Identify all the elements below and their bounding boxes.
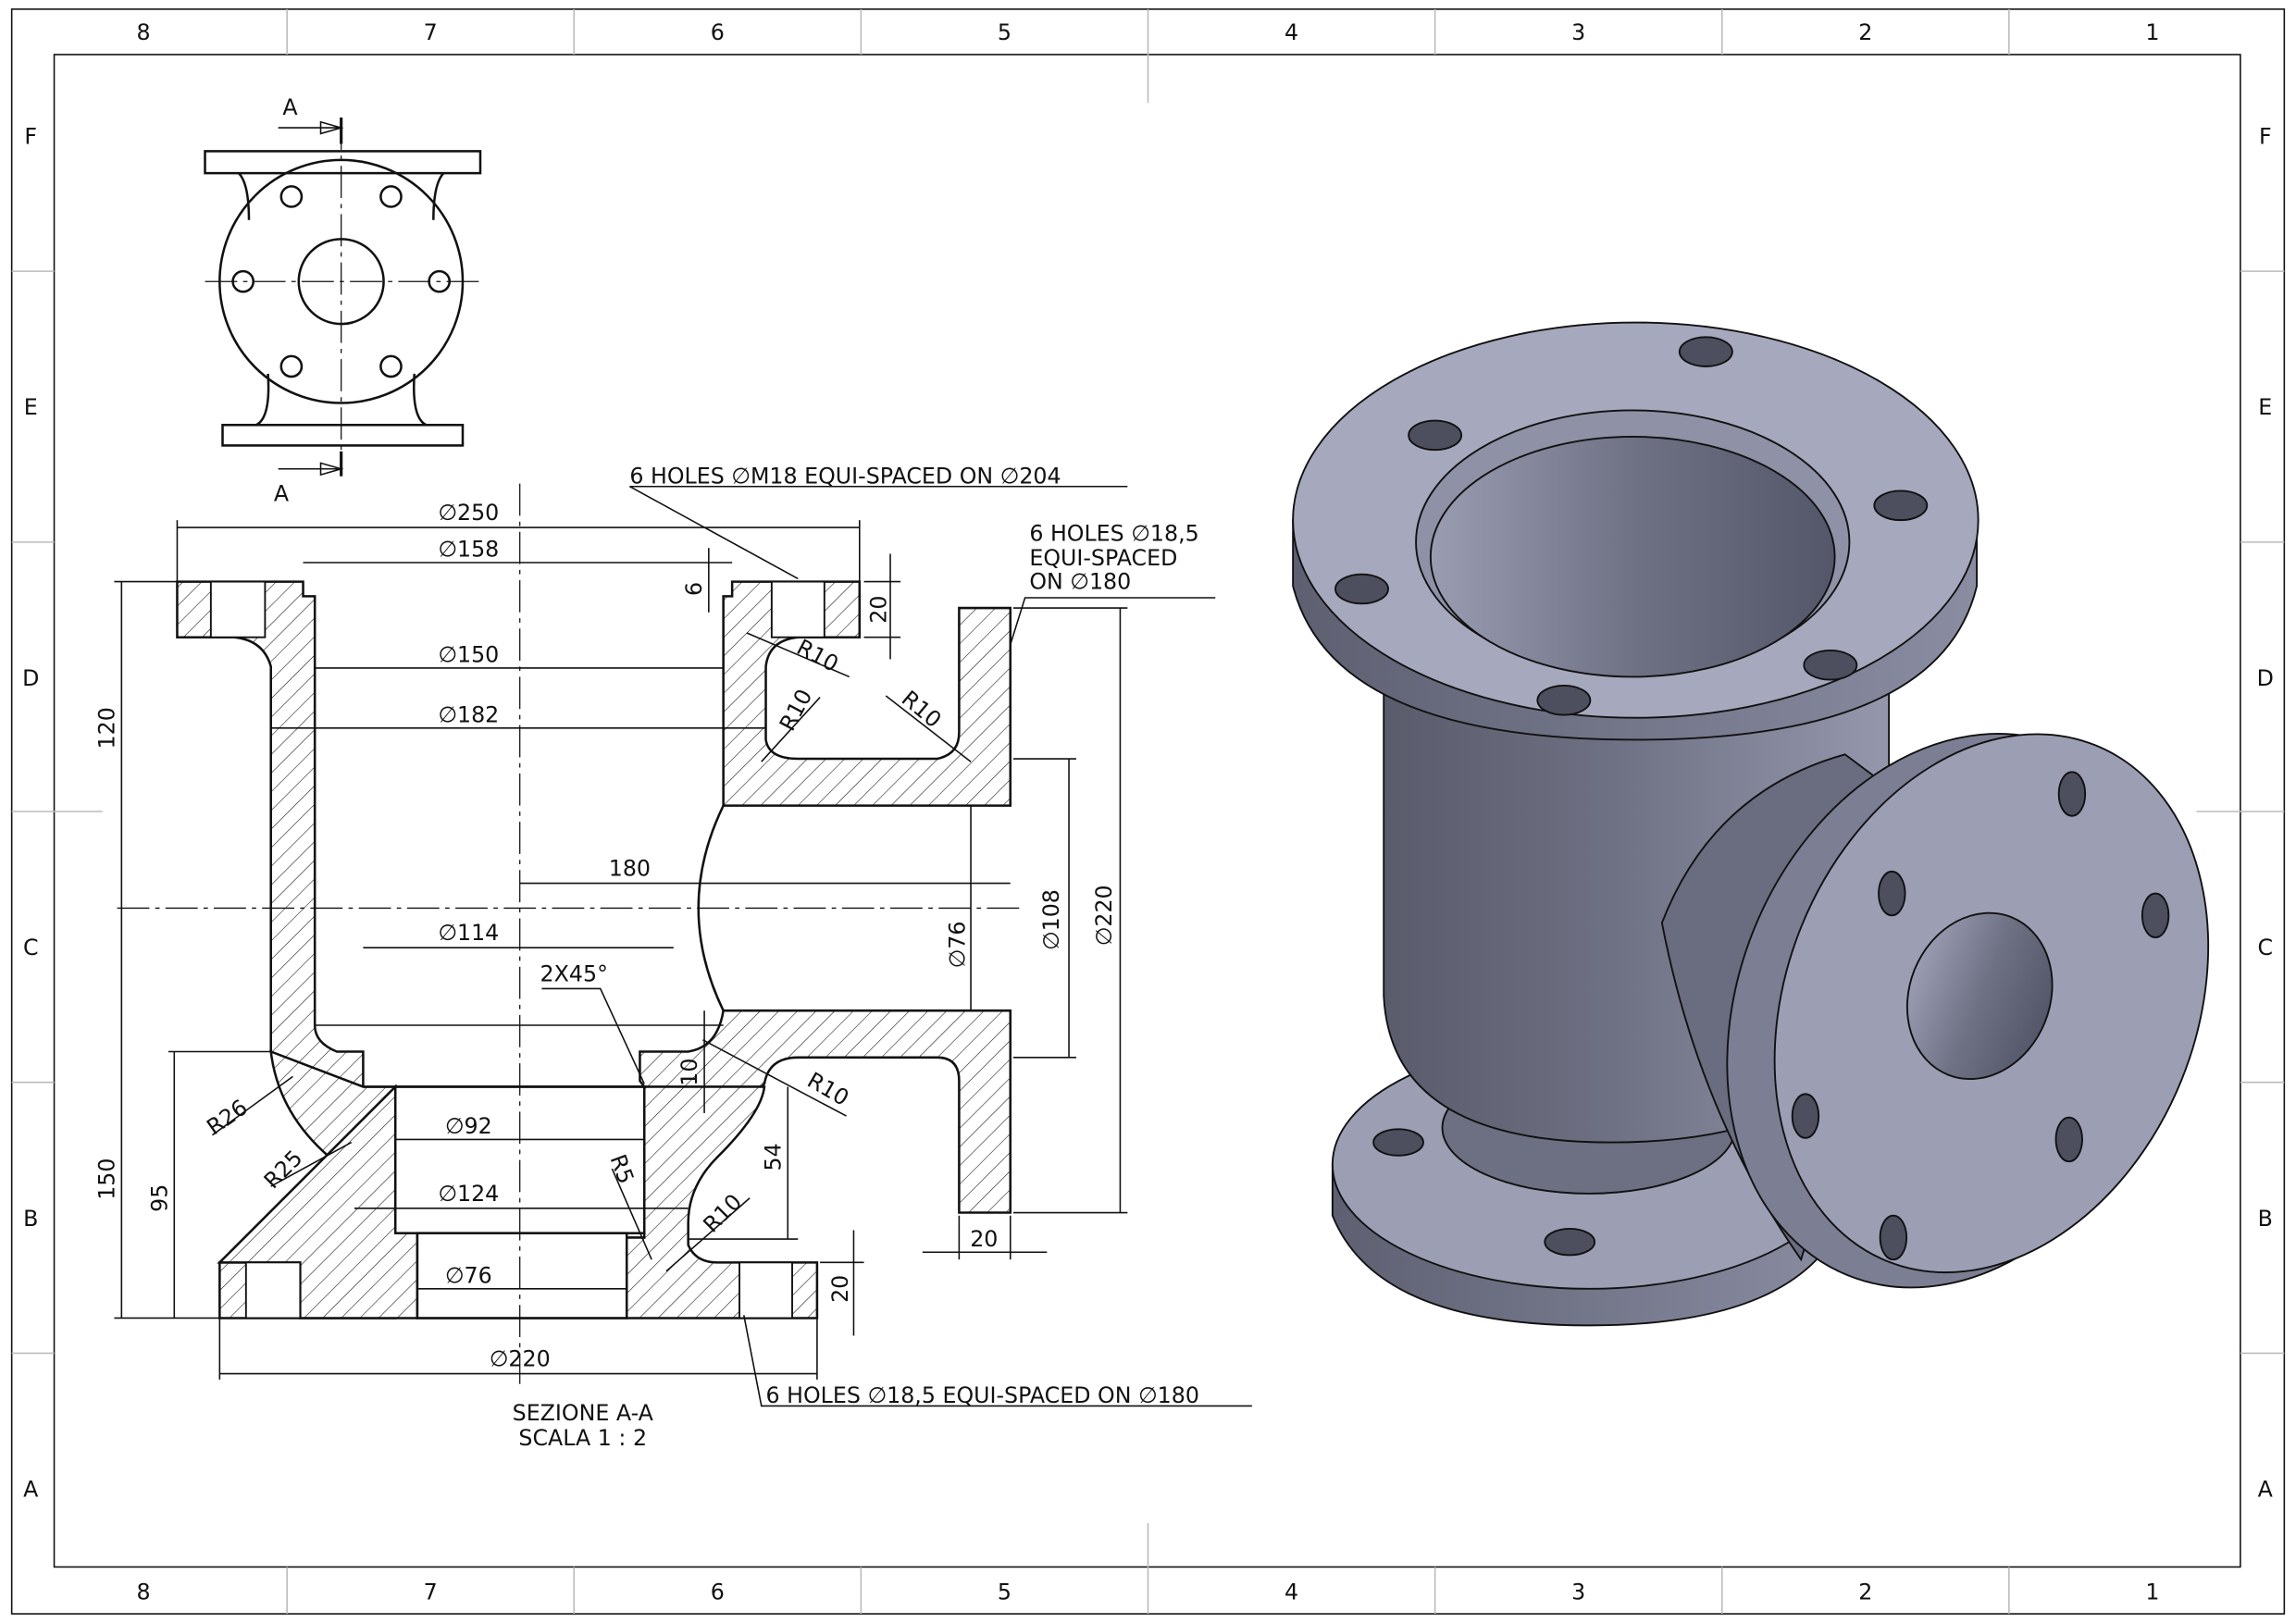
dim-d250: ∅250 — [438, 500, 499, 526]
zone-col-bottom: 5 — [998, 1579, 1011, 1604]
section-scale: SCALA 1 : 2 — [518, 1425, 647, 1451]
zone-col-top: 1 — [2145, 19, 2159, 45]
section-label-bottom: A — [274, 481, 290, 507]
isometric-view — [1292, 321, 2210, 1327]
dim-d92: ∅92 — [445, 1113, 492, 1139]
dim-r10-e: R10 — [698, 1189, 747, 1238]
section-label-top: A — [282, 94, 298, 120]
zone-row-left: A — [23, 1477, 39, 1503]
note-side-holes-3: ON ∅180 — [1029, 568, 1131, 594]
dim-d182: ∅182 — [438, 701, 499, 727]
dim-r26: R26 — [202, 1095, 252, 1141]
zone-row-left: B — [23, 1206, 38, 1232]
dim-d150: ∅150 — [438, 642, 499, 668]
zone-col-bottom: 3 — [1571, 1579, 1585, 1604]
dim-d108: ∅108 — [1038, 889, 1064, 950]
zone-row-left: D — [22, 665, 39, 691]
dim-t20-bottom: 20 — [827, 1275, 853, 1303]
zone-row-right: A — [2258, 1477, 2274, 1503]
dim-d114: ∅114 — [438, 920, 499, 946]
zone-row-left: E — [24, 394, 38, 420]
note-top-holes: 6 HOLES ∅M18 EQUI-SPACED ON ∅204 — [629, 464, 1061, 489]
section-view: ∅250 ∅158 ∅150 ∅182 180 ∅114 2X45° ∅92 ∅… — [93, 464, 1252, 1451]
dim-chamfer: 2X45° — [540, 961, 608, 987]
note-bottom-holes: 6 HOLES ∅18,5 EQUI-SPACED ON ∅180 — [766, 1382, 1199, 1408]
zone-col-top: 6 — [711, 19, 725, 45]
dim-t10: 10 — [676, 1059, 702, 1086]
dim-r10-b: R10 — [775, 685, 818, 735]
zone-col-top: 5 — [998, 19, 1011, 45]
dim-d158: ∅158 — [438, 537, 499, 563]
note-side-holes-1: 6 HOLES ∅18,5 — [1029, 520, 1198, 546]
zone-row-right: F — [2259, 123, 2272, 149]
note-side-holes-2: EQUI-SPACED — [1029, 545, 1177, 571]
zone-row-left: F — [24, 123, 37, 149]
zone-col-bottom: 6 — [711, 1579, 725, 1604]
zone-row-left: C — [23, 935, 39, 960]
dim-h120: 120 — [93, 707, 119, 749]
dim-len180: 180 — [609, 856, 651, 882]
dim-t6: 6 — [681, 582, 707, 596]
dim-r10-c: R10 — [897, 686, 947, 733]
zone-row-right: C — [2257, 935, 2273, 960]
zone-row-right: E — [2258, 394, 2272, 420]
dim-d220-bottom: ∅220 — [490, 1346, 551, 1372]
zone-col-bottom: 7 — [424, 1579, 438, 1604]
dim-h95: 95 — [146, 1184, 172, 1212]
zone-col-top: 8 — [137, 19, 151, 45]
section-title: SEZIONE A-A — [513, 1400, 654, 1426]
dim-d76-bottom: ∅76 — [445, 1262, 492, 1288]
dim-t20-top: 20 — [865, 596, 891, 624]
zone-col-top: 3 — [1571, 19, 1585, 45]
dim-h150: 150 — [93, 1158, 119, 1200]
dim-d124: ∅124 — [438, 1181, 499, 1207]
dim-r10-d: R10 — [803, 1067, 853, 1111]
dim-h54: 54 — [760, 1143, 786, 1171]
zone-col-bottom: 8 — [137, 1579, 151, 1604]
zone-col-top: 4 — [1285, 19, 1298, 45]
zone-col-bottom: 1 — [2145, 1579, 2159, 1604]
zone-col-top: 2 — [1858, 19, 1872, 45]
zone-col-bottom: 2 — [1858, 1579, 1872, 1604]
dim-d220-side: ∅220 — [1091, 885, 1117, 946]
zone-row-right: B — [2258, 1206, 2273, 1232]
dim-t20-side: 20 — [970, 1226, 998, 1252]
zone-col-top: 7 — [424, 19, 438, 45]
sheet-frame: 8 7 6 5 4 3 2 1 8 7 6 5 4 3 2 1 F E D C … — [10, 8, 2286, 1615]
zone-row-right: D — [2257, 665, 2274, 691]
dim-d76-side: ∅76 — [945, 922, 971, 969]
zone-col-bottom: 4 — [1285, 1579, 1298, 1604]
top-view: A A — [204, 94, 482, 507]
